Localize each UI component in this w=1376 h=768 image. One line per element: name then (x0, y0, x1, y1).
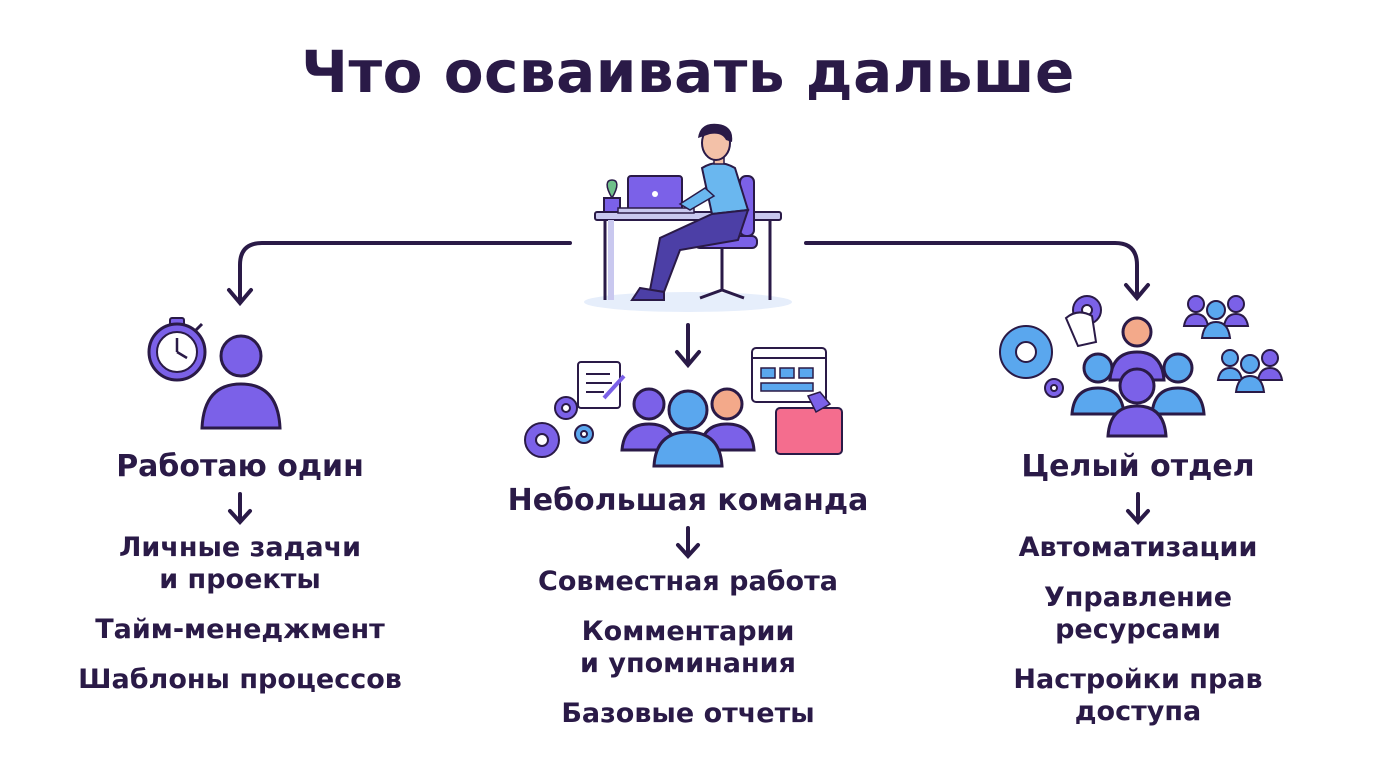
branch-arrow-center (675, 323, 701, 369)
gears-icon-small (524, 396, 594, 458)
down-arrow-center (676, 526, 700, 559)
down-arrow-left (228, 492, 252, 525)
list-item: Тайм-менеджмент (95, 614, 385, 645)
small-team-list: Совместная работа Комментарии и упоминан… (488, 566, 888, 748)
branch-arrow-left (227, 241, 572, 307)
single-person-icon (200, 334, 282, 430)
stopwatch-icon (147, 317, 207, 382)
list-item: Настройки прав доступа (1013, 664, 1263, 727)
small-teams-icon (1182, 295, 1284, 393)
heading-department: Целый отдел (1021, 449, 1255, 484)
team-group-icon (620, 387, 756, 468)
document-icon (577, 361, 626, 409)
list-item: Базовые отчеты (561, 698, 815, 729)
branch-arrow-right (804, 241, 1150, 302)
heading-small-team: Небольшая команда (507, 483, 869, 518)
list-item: Комментарии и упоминания (580, 616, 796, 679)
person-at-desk-illustration (584, 123, 792, 312)
department-list: Автоматизации Управление ресурсами Настр… (938, 532, 1338, 746)
solo-list: Личные задачи и проекты Тайм-менеджмент … (40, 532, 440, 714)
browser-window-icon (751, 347, 843, 455)
down-arrow-right (1126, 492, 1150, 525)
department-people-icon (1070, 316, 1206, 438)
department-gears-icon (999, 295, 1102, 398)
list-item: Управление ресурсами (1043, 582, 1233, 645)
page-title: Что осваивать дальше (301, 38, 1075, 106)
heading-solo: Работаю один (116, 449, 364, 484)
list-item: Шаблоны процессов (78, 664, 402, 695)
list-item: Автоматизации (1018, 532, 1258, 563)
list-item: Личные задачи и проекты (118, 532, 362, 595)
list-item: Совместная работа (538, 566, 838, 597)
